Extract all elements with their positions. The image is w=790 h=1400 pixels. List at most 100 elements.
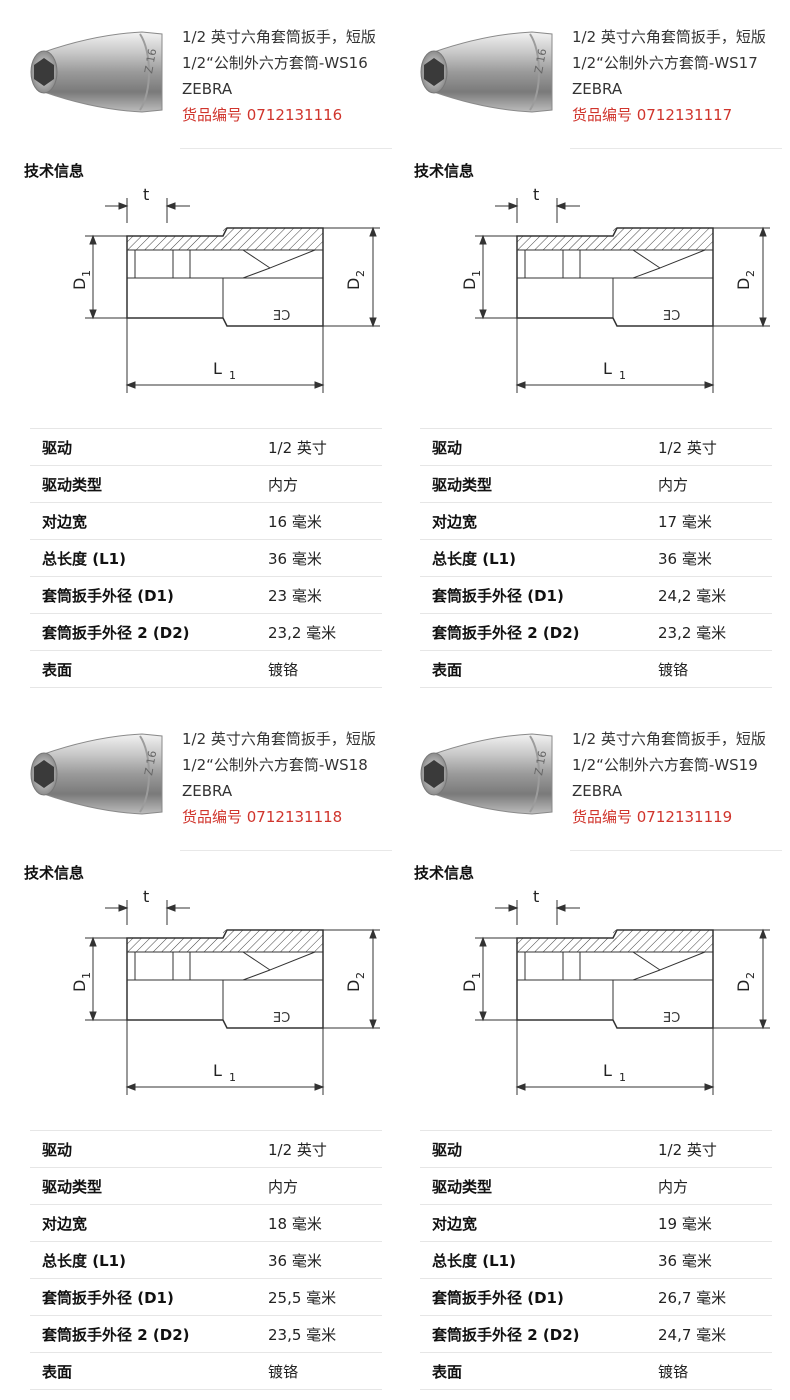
- l1-subscript: 1: [229, 369, 236, 382]
- d1-label: D: [70, 278, 89, 290]
- technical-drawing: ƎƆ t: [55, 880, 395, 1105]
- d2-label: D: [734, 278, 753, 290]
- tech-info-heading: 技术信息: [414, 162, 475, 180]
- spec-row: 驱动类型内方: [420, 465, 772, 502]
- product-model: 1/2“公制外六方套筒-WS19: [572, 756, 758, 774]
- t-label: t: [143, 887, 149, 906]
- svg-text:ƎƆ: ƎƆ: [273, 1011, 290, 1026]
- spec-row: 表面镀铬: [420, 1352, 772, 1390]
- l1-label: L: [603, 359, 612, 378]
- spec-value: 16 毫米: [268, 512, 322, 531]
- svg-text:ƎƆ: ƎƆ: [663, 1011, 680, 1026]
- spec-value: 25,5 毫米: [268, 1288, 337, 1307]
- tech-info-heading: 技术信息: [24, 162, 85, 180]
- technical-drawing: ƎƆ t: [445, 178, 785, 403]
- product-code-link[interactable]: 货品编号 0712131119: [572, 808, 733, 826]
- technical-drawing: ƎƆ t: [445, 880, 785, 1105]
- spec-label: 表面: [42, 660, 73, 679]
- product-card: Z 16 1/2 英寸六角套筒扳手，短版 1/2“公制外六方套筒-WS17 ZE…: [390, 0, 785, 698]
- spec-label: 驱动: [432, 438, 463, 457]
- spec-value: 1/2 英寸: [658, 438, 717, 457]
- spec-label: 套筒扳手外径 2 (D2): [432, 623, 580, 642]
- spec-value: 36 毫米: [658, 1251, 712, 1270]
- spec-value: 26,7 毫米: [658, 1288, 727, 1307]
- spec-value: 内方: [268, 475, 299, 494]
- d2-subscript: 2: [354, 972, 367, 979]
- spec-label: 总长度 (L1): [42, 549, 126, 568]
- spec-row: 表面镀铬: [30, 650, 382, 688]
- product-photo: Z 16: [12, 12, 172, 130]
- divider: [180, 148, 392, 149]
- spec-value: 19 毫米: [658, 1214, 712, 1233]
- spec-label: 表面: [432, 1362, 463, 1381]
- product-model: 1/2“公制外六方套筒-WS16: [182, 54, 368, 72]
- spec-row: 套筒扳手外径 (D1)25,5 毫米: [30, 1278, 382, 1315]
- svg-text:Z 16: Z 16: [142, 750, 159, 777]
- spec-row: 套筒扳手外径 (D1) 26,7 毫米: [420, 1278, 772, 1315]
- product-brand: ZEBRA: [182, 80, 233, 98]
- d1-subscript: 1: [470, 270, 483, 277]
- spec-label: 套筒扳手外径 (D1): [432, 1288, 564, 1307]
- spec-label: 套筒扳手外径 2 (D2): [42, 623, 190, 642]
- technical-drawing: ƎƆ t: [55, 178, 395, 403]
- spec-label: 驱动类型: [42, 1177, 103, 1196]
- spec-row: 套筒扳手外径 2 (D2) 23,2 毫米: [30, 613, 382, 650]
- d1-subscript: 1: [80, 270, 93, 277]
- spec-label: 表面: [432, 660, 463, 679]
- svg-text:ƎƆ: ƎƆ: [663, 309, 680, 324]
- spec-row: 套筒扳手外径 2 (D2) 23,2 毫米: [420, 613, 772, 650]
- spec-row: 驱动 1/2 英寸: [420, 428, 772, 465]
- product-brand: ZEBRA: [572, 80, 623, 98]
- divider: [570, 850, 782, 851]
- d1-subscript: 1: [80, 972, 93, 979]
- spec-value: 内方: [658, 475, 689, 494]
- tech-info-heading: 技术信息: [24, 864, 85, 882]
- spec-value: 17 毫米: [658, 512, 712, 531]
- spec-label: 套筒扳手外径 (D1): [42, 586, 174, 605]
- d1-label: D: [460, 278, 479, 290]
- spec-label: 总长度 (L1): [432, 1251, 516, 1270]
- divider: [180, 850, 392, 851]
- spec-value: 36 毫米: [268, 1251, 322, 1270]
- spec-value: 24,2 毫米: [658, 586, 727, 605]
- spec-label: 套筒扳手外径 2 (D2): [432, 1325, 580, 1344]
- l1-subscript: 1: [619, 369, 626, 382]
- product-description: 1/2 英寸六角套筒扳手，短版 1/2“公制外六方套筒-WS18 ZEBRA 货…: [182, 726, 376, 830]
- spec-value: 23,2 毫米: [658, 623, 727, 642]
- product-description: 1/2 英寸六角套筒扳手，短版 1/2“公制外六方套筒-WS17 ZEBRA 货…: [572, 24, 766, 128]
- spec-value: 36 毫米: [658, 549, 712, 568]
- d1-subscript: 1: [470, 972, 483, 979]
- spec-value: 镀铬: [658, 660, 689, 679]
- spec-label: 驱动类型: [42, 475, 103, 494]
- l1-label: L: [603, 1061, 612, 1080]
- product-description: 1/2 英寸六角套筒扳手，短版 1/2“公制外六方套筒-WS19 ZEBRA 货…: [572, 726, 766, 830]
- svg-text:Z 16: Z 16: [532, 48, 549, 75]
- svg-text:Z 16: Z 16: [142, 48, 159, 75]
- product-code-link[interactable]: 货品编号 0712131117: [572, 106, 733, 124]
- product-photo: Z 16: [402, 12, 562, 130]
- spec-value: 36 毫米: [268, 549, 322, 568]
- tech-info-heading: 技术信息: [414, 864, 475, 882]
- spec-value: 18 毫米: [268, 1214, 322, 1233]
- product-card: Z 16 1/2 英寸六角套筒扳手，短版 1/2“公制外六方套筒-WS19 ZE…: [390, 702, 785, 1400]
- t-label: t: [533, 887, 539, 906]
- product-title: 1/2 英寸六角套筒扳手，短版: [182, 28, 376, 46]
- spec-row: 总长度 (L1)36 毫米: [420, 539, 772, 576]
- spec-row: 对边宽 19 毫米: [420, 1204, 772, 1241]
- spec-value: 24,7 毫米: [658, 1325, 727, 1344]
- spec-value: 23,2 毫米: [268, 623, 337, 642]
- spec-row: 驱动 1/2 英寸: [420, 1130, 772, 1167]
- spec-label: 驱动: [432, 1140, 463, 1159]
- product-code-link[interactable]: 货品编号 0712131116: [182, 106, 343, 124]
- spec-row: 总长度 (L1) 36 毫米: [30, 539, 382, 576]
- product-card: Z 16 1/2 英寸六角套筒扳手，短版 1/2“公制外六方套筒-WS18 ZE…: [0, 702, 395, 1400]
- spec-value: 1/2 英寸: [658, 1140, 717, 1159]
- product-code-link[interactable]: 货品编号 0712131118: [182, 808, 343, 826]
- spec-label: 对边宽: [432, 1214, 478, 1233]
- d1-label: D: [460, 980, 479, 992]
- spec-label: 驱动: [42, 1140, 73, 1159]
